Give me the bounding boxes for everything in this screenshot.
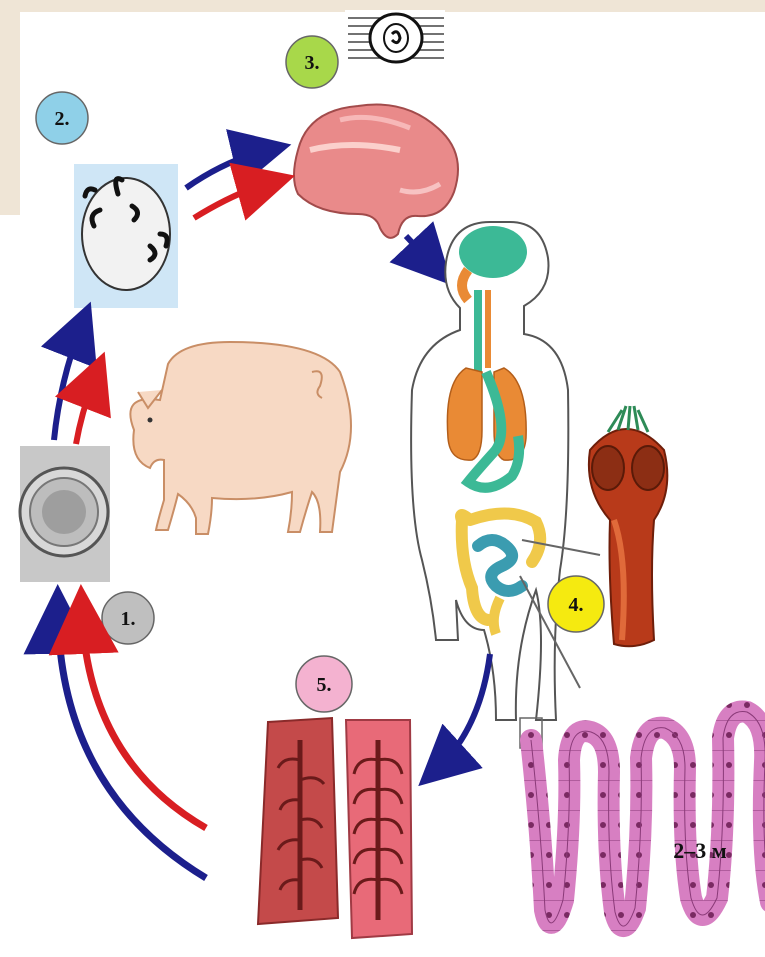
human-body-image — [411, 222, 568, 720]
cysticercus-image — [345, 10, 445, 68]
stage-2-badge: 2. — [36, 92, 88, 144]
arrow-egg-to-oncosphere — [54, 324, 96, 444]
egg-micrograph-image — [20, 446, 110, 582]
pork-meat-image — [294, 104, 458, 237]
adult-tapeworm-image — [520, 712, 765, 927]
stage-3-label: 3. — [305, 52, 320, 74]
stage-1-badge: 1. — [102, 592, 154, 644]
pig-image — [130, 342, 351, 534]
arrow-meat-to-human — [406, 236, 436, 268]
stage-5-badge: 5. — [296, 656, 352, 712]
arrow-egg-to-meat — [186, 150, 272, 218]
stage-4-label: 4. — [569, 594, 584, 616]
arrow-proglottid-to-egg — [58, 612, 206, 878]
proglottid-right-image — [346, 720, 412, 938]
left-strip — [0, 0, 20, 215]
stage-1-label: 1. — [121, 608, 136, 630]
proglottid-left-image — [258, 718, 338, 924]
arrow-human-to-proglottids — [436, 654, 490, 770]
stage-5-label: 5. — [317, 674, 332, 696]
stage-2-label: 2. — [55, 108, 70, 130]
oncosphere-image — [74, 164, 178, 308]
stage-3-badge: 3. — [286, 36, 338, 88]
length-label: 2–3 м — [673, 838, 727, 863]
stage-4-badge: 4. — [548, 576, 604, 632]
